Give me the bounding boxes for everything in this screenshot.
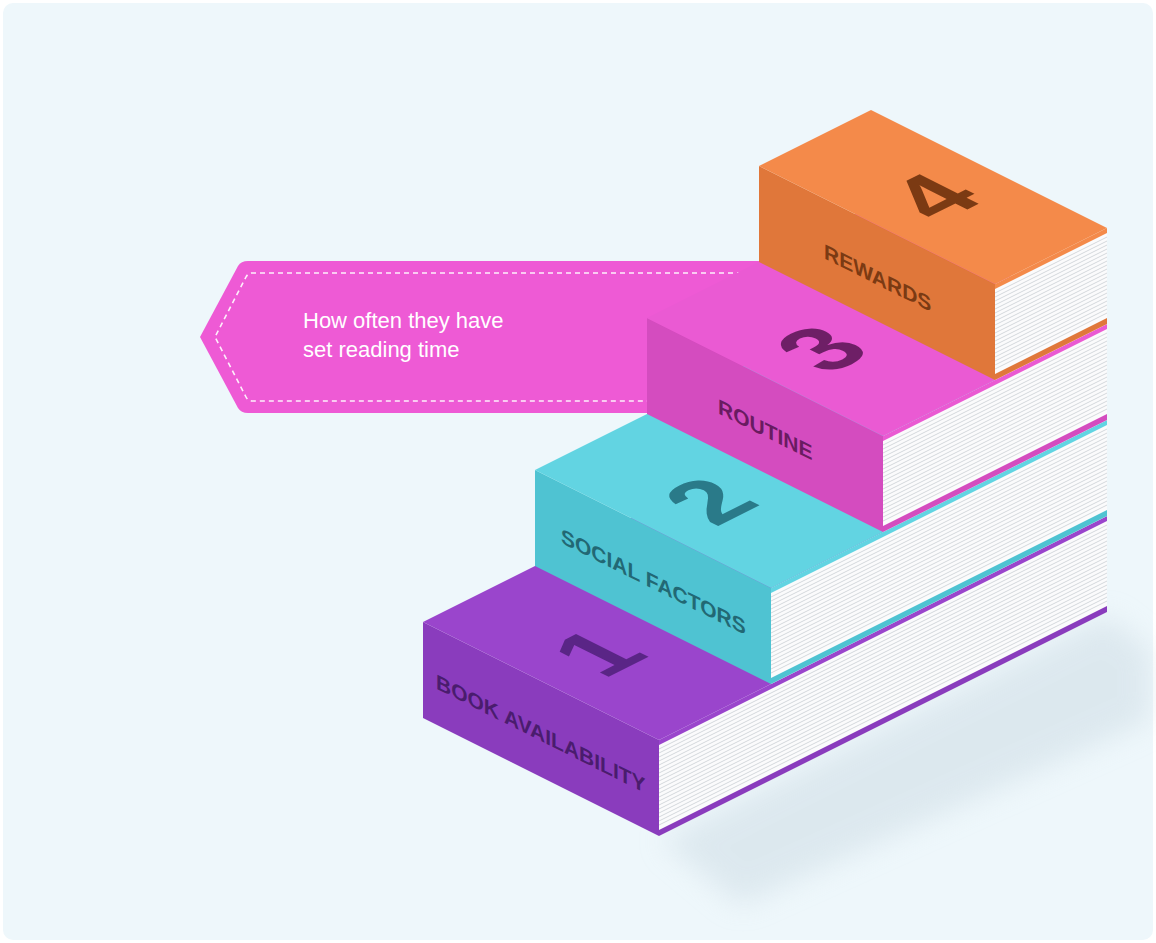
book-shape [755, 106, 1111, 384]
page-line [883, 409, 1107, 521]
book-cover [759, 110, 1107, 284]
callout-tag [200, 261, 760, 413]
back-cover-edge [995, 318, 1107, 380]
page-line [995, 313, 1107, 369]
back-cover-edge [883, 414, 1107, 532]
page-line [995, 309, 1107, 365]
text-holder: How often they have set reading time [303, 306, 521, 364]
page-line [995, 305, 1107, 361]
stitch-line [215, 273, 760, 401]
card-ground [3, 3, 1153, 940]
callout-text: How often they have set reading time [303, 306, 521, 364]
book-box: 4REWARDS [755, 106, 1111, 384]
page-line [995, 297, 1107, 353]
